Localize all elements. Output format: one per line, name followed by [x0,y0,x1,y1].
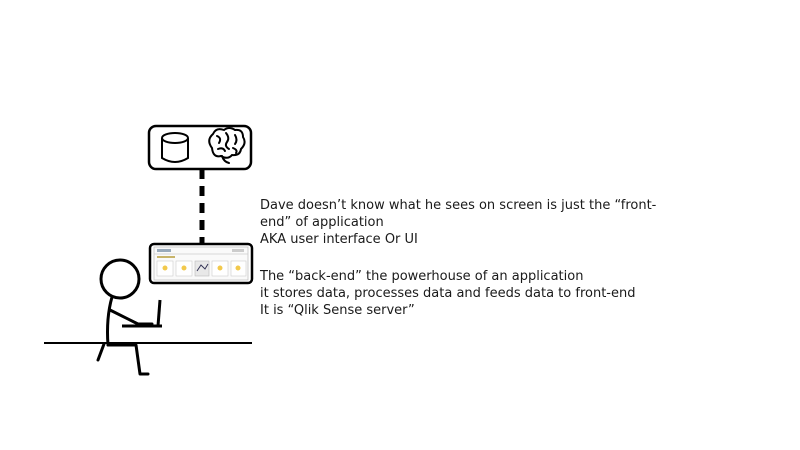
front-end-note: Dave doesn’t know what he sees on screen… [260,197,680,248]
brain-icon [208,127,246,164]
back-end-note: The “back-end” the powerhouse of an appl… [260,268,680,319]
stick-figure-person [96,258,154,376]
back-end-note-line3: It is “Qlik Sense server” [260,303,415,318]
laptop-icon [122,299,162,328]
front-end-note-line3: AKA user interface Or UI [260,232,418,247]
back-end-box [147,124,253,171]
database-icon [161,132,189,163]
back-end-note-line2: it stores data, processes data and feeds… [260,286,636,301]
back-end-note-line1: The “back-end” the powerhouse of an appl… [260,269,584,284]
laptop-screen-icon [148,242,254,285]
screen-cards [156,260,247,277]
front-end-note-line1: Dave doesn’t know what he sees on screen… [260,198,657,213]
front-end-note-line2: end” of application [260,215,384,230]
